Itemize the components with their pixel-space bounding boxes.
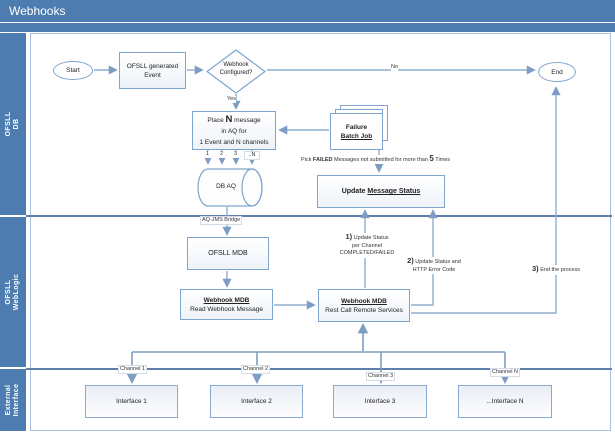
lane-label-external-interface: External Interface [5, 383, 20, 417]
aq-jms-bridge-label: AQ-JMS Bridge [200, 216, 243, 225]
failure-line2: Batch Job [340, 132, 373, 140]
decision-line1: Webhook [223, 62, 249, 68]
note-3: 3) End the process [527, 265, 585, 275]
ofsll-mdb-label: OFSLL MDB [208, 250, 248, 257]
failure-batch-job-node: Failure Batch Job [330, 113, 383, 150]
event-node: OFSLL generated Event [119, 52, 186, 89]
update-message-status-node: Update Message Status [317, 175, 445, 208]
queue-num-n: ..N [244, 151, 260, 160]
channel-3-label: Channel 3 [366, 372, 396, 381]
header-divider [0, 22, 615, 23]
channel-n-label: Channel N [490, 368, 520, 377]
decision-line2: Configured? [219, 70, 253, 76]
channel-2-label: Channel 2 [241, 365, 271, 374]
yes-label: Yes [227, 96, 236, 103]
interface-n-node: ...Interface N [458, 385, 552, 418]
start-label: Start [66, 67, 80, 74]
queue-num-2: 2 [217, 151, 226, 158]
interface-1-node: Interface 1 [85, 385, 178, 418]
place-line1: Place N message [207, 113, 261, 125]
rest-mdb-subtitle: Rest Call Remote Services [325, 306, 403, 314]
lane-ofsll-weblogic: OFSLL WebLogic [0, 217, 26, 367]
interface-1-label: Interface 1 [116, 398, 147, 405]
end-label: End [551, 68, 563, 76]
interface-2-node: Interface 2 [210, 385, 303, 418]
interface-2-label: Interface 2 [241, 398, 272, 405]
interface-3-node: Interface 3 [333, 385, 427, 418]
read-webhook-mdb-node: Webhook MDB Read Webhook Message [180, 289, 273, 320]
pick-failed-note: Pick FAILED Messages not submitted for m… [301, 154, 451, 164]
lane-boundary-1 [26, 215, 612, 217]
rest-webhook-mdb-node: Webhook MDB Rest Call Remote Services [318, 289, 410, 322]
page-title: Webhooks [9, 4, 66, 18]
lane-label-ofsll-weblogic: OFSLL WebLogic [5, 273, 20, 311]
end-node: End [538, 62, 576, 82]
read-mdb-title: Webhook MDB [203, 296, 250, 304]
place-line2: in AQ for [221, 127, 247, 135]
queue-num-1: 1 [203, 151, 212, 158]
start-node: Start [53, 61, 93, 80]
channel-1-label: Channel 1 [118, 365, 148, 374]
title-bar: Webhooks [0, 0, 615, 22]
queue-num-3: 3 [231, 151, 240, 158]
note-2: 2) Update Status and HTTP Error Code [402, 257, 466, 274]
event-line1: OFSLL generated [126, 62, 179, 70]
interface-3-label: Interface 3 [364, 398, 396, 405]
place-line3: 1 Event and N channels [199, 138, 269, 146]
lane-ofsll-db: OFSLL DB [0, 33, 26, 215]
lane-external-interface: External Interface [0, 369, 26, 431]
failure-line1: Failure [345, 123, 368, 131]
rest-mdb-title: Webhook MDB [341, 297, 387, 305]
ofsll-mdb-node: OFSLL MDB [187, 237, 269, 270]
event-line2: Event [144, 71, 161, 79]
db-aq-label: DB AQ [216, 183, 236, 190]
lane-label-ofsll-db: OFSLL DB [5, 111, 20, 137]
note-1: 1) Update Status per Channel COMPLETED/F… [336, 233, 398, 258]
interface-n-label: ...Interface N [486, 398, 524, 405]
lane-boundary-2 [26, 368, 612, 370]
decision-text: Webhook Configured? [204, 61, 268, 77]
place-message-node: Place N message in AQ for 1 Event and N … [192, 111, 276, 150]
header-sub-bar [0, 23, 615, 32]
update-status-text: Update Message Status [341, 188, 421, 195]
no-label: No [391, 64, 399, 71]
read-mdb-subtitle: Read Webhook Message [190, 305, 263, 313]
